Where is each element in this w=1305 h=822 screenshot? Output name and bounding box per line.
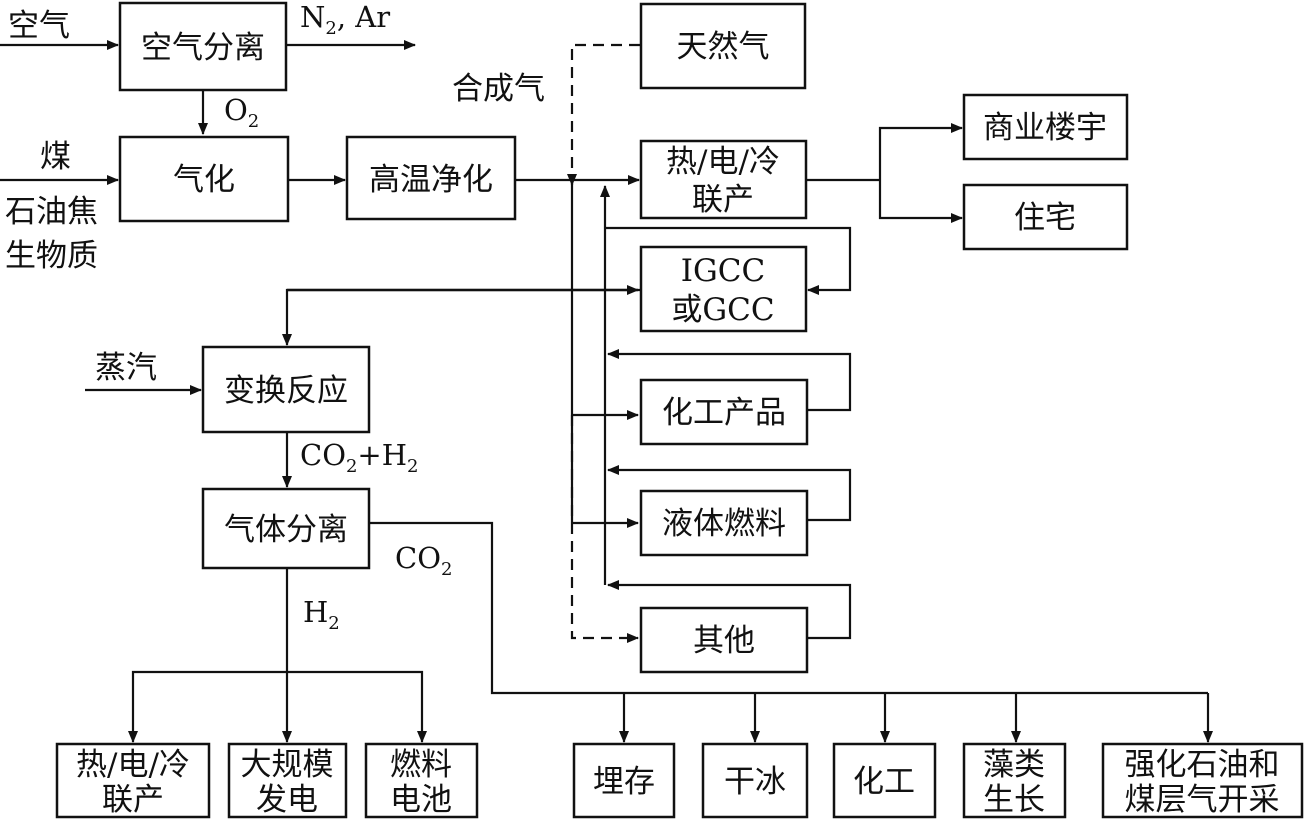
air-label: 空气	[8, 8, 70, 44]
gasification-label: 气化	[173, 162, 235, 198]
commercial-buildings-box	[962, 93, 1129, 161]
natural-gas-label: 天然气	[677, 29, 770, 65]
algae-label-1: 藻类	[983, 747, 1045, 783]
residential-label: 住宅	[1014, 200, 1076, 236]
chp-bottom-label-1: 热/电/冷	[76, 747, 190, 783]
natural-gas-box	[639, 2, 807, 90]
igcc-box	[639, 245, 808, 333]
chp-bottom-label-2: 联产	[102, 782, 164, 818]
storage-label: 埋存	[593, 764, 655, 800]
chemical-products-label: 化工产品	[662, 395, 786, 431]
chemical-box	[832, 742, 937, 819]
dry-ice-box	[701, 742, 809, 819]
chem-return-arrow	[607, 349, 852, 412]
others-return-arrow	[607, 580, 852, 640]
boxes	[55, 1, 1304, 819]
igcc-label-1: IGCC	[681, 253, 765, 289]
liquid-return-arrow	[607, 465, 852, 522]
natural-gas-dashed-line	[570, 43, 640, 180]
connectors	[0, 40, 1213, 743]
chemical-products-box	[639, 378, 809, 446]
liquid-fuels-label: 液体燃料	[662, 506, 786, 542]
air-separation-box	[118, 1, 288, 92]
to-igcc-arrow	[605, 226, 852, 295]
hot-purification-label: 高温净化	[369, 162, 493, 198]
residential-box	[962, 183, 1129, 251]
to-residential-arrow	[878, 180, 963, 223]
igcc-label-2: 或GCC	[671, 292, 774, 328]
others-box	[639, 606, 809, 674]
co2-h2-label: CO2+H2	[300, 438, 418, 477]
fuel-cell-label-2: 电池	[390, 782, 452, 818]
large-power-label-1: 大规模	[241, 747, 334, 783]
co2-label: CO2	[395, 541, 452, 580]
h2-to-fuel-cell-arrow	[287, 670, 427, 743]
syngas-label: 合成气	[452, 71, 545, 107]
chp-top-box	[639, 139, 808, 220]
box-labels: 空气分离 气化 高温净化 天然气 热/电/冷 联产 商业楼宇 住宅 IGCC 或…	[76, 29, 1279, 818]
to-shift-arrow	[282, 288, 640, 346]
large-power-label-2: 发电	[256, 782, 318, 818]
liquid-fuels-box	[639, 489, 809, 557]
gas-separation-label: 气体分离	[224, 512, 348, 548]
coal-label: 煤	[40, 139, 71, 175]
chp-top-label-2: 联产	[692, 182, 754, 218]
to-commercial-arrow	[878, 123, 963, 180]
n2-ar-label: N2, Ar	[300, 0, 390, 39]
others-label: 其他	[693, 623, 755, 659]
fuel-cell-label-1: 燃料	[390, 747, 452, 783]
eor-label-2: 煤层气开采	[1125, 782, 1280, 818]
storage-box	[572, 742, 676, 819]
algae-label-2: 生长	[983, 782, 1045, 818]
petroleum-coke-label: 石油焦	[5, 194, 98, 230]
steam-label: 蒸汽	[95, 350, 157, 386]
biomass-label: 生物质	[5, 238, 98, 274]
o2-label: O2	[224, 93, 259, 132]
chp-bottom-box	[55, 742, 211, 819]
eor-box	[1101, 742, 1304, 819]
flow-labels: 空气 N2, Ar O2 煤 石油焦 生物质 合成气 蒸汽 CO2+H2 CO2…	[5, 0, 545, 634]
algae-box	[962, 742, 1067, 819]
chemical-label: 化工	[853, 764, 915, 800]
hot-purification-box	[345, 135, 517, 221]
h2-label: H2	[303, 595, 340, 634]
gasification-box	[118, 135, 290, 223]
large-power-box	[227, 742, 348, 819]
dry-ice-label: 干冰	[724, 764, 786, 800]
commercial-buildings-label: 商业楼宇	[983, 110, 1107, 146]
shift-reaction-box	[201, 345, 371, 434]
eor-label-1: 强化石油和	[1125, 747, 1280, 783]
co2-distribution-line	[370, 521, 1208, 695]
h2-to-chp-arrow	[128, 670, 287, 743]
chp-top-label-1: 热/电/冷	[666, 144, 780, 180]
gas-separation-box	[201, 487, 371, 570]
shift-reaction-label: 变换反应	[224, 373, 348, 409]
fuel-cell-box	[364, 742, 479, 819]
air-separation-label: 空气分离	[141, 30, 265, 66]
